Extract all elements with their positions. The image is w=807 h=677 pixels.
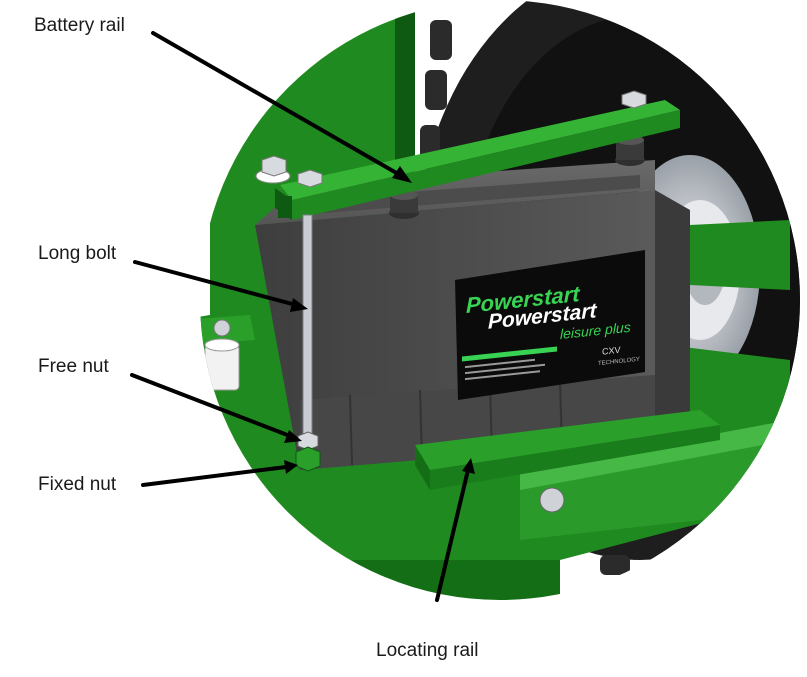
callout-long-bolt (133, 260, 298, 307)
callout-lines (130, 31, 475, 602)
cutaway-view: Powerstart Powerstart leisure plus CXV T… (200, 0, 800, 600)
locating-rail (415, 410, 720, 470)
free-nut (297, 431, 319, 451)
long-bolt (302, 214, 313, 441)
rail-bolt-heads (255, 90, 647, 188)
battery-technology-sub: TECHNOLOGY (598, 357, 640, 367)
label-fixed-nut: Fixed nut (38, 474, 117, 495)
battery-technology: CXV (602, 345, 620, 357)
battery: Powerstart Powerstart leisure plus CXV T… (255, 135, 690, 470)
battery-series: leisure plus (560, 319, 631, 342)
battery-rail (275, 100, 680, 220)
label-long-bolt: Long bolt (38, 243, 117, 264)
label-free-nut: Free nut (38, 356, 109, 377)
fixed-nut (295, 446, 321, 472)
callout-fixed-nut (141, 465, 288, 487)
label-battery-rail: Battery rail (34, 15, 125, 36)
callout-free-nut (130, 373, 292, 438)
label-locating-rail: Locating rail (376, 640, 479, 661)
callout-locating-rail (435, 468, 470, 602)
callout-battery-rail (151, 31, 402, 177)
